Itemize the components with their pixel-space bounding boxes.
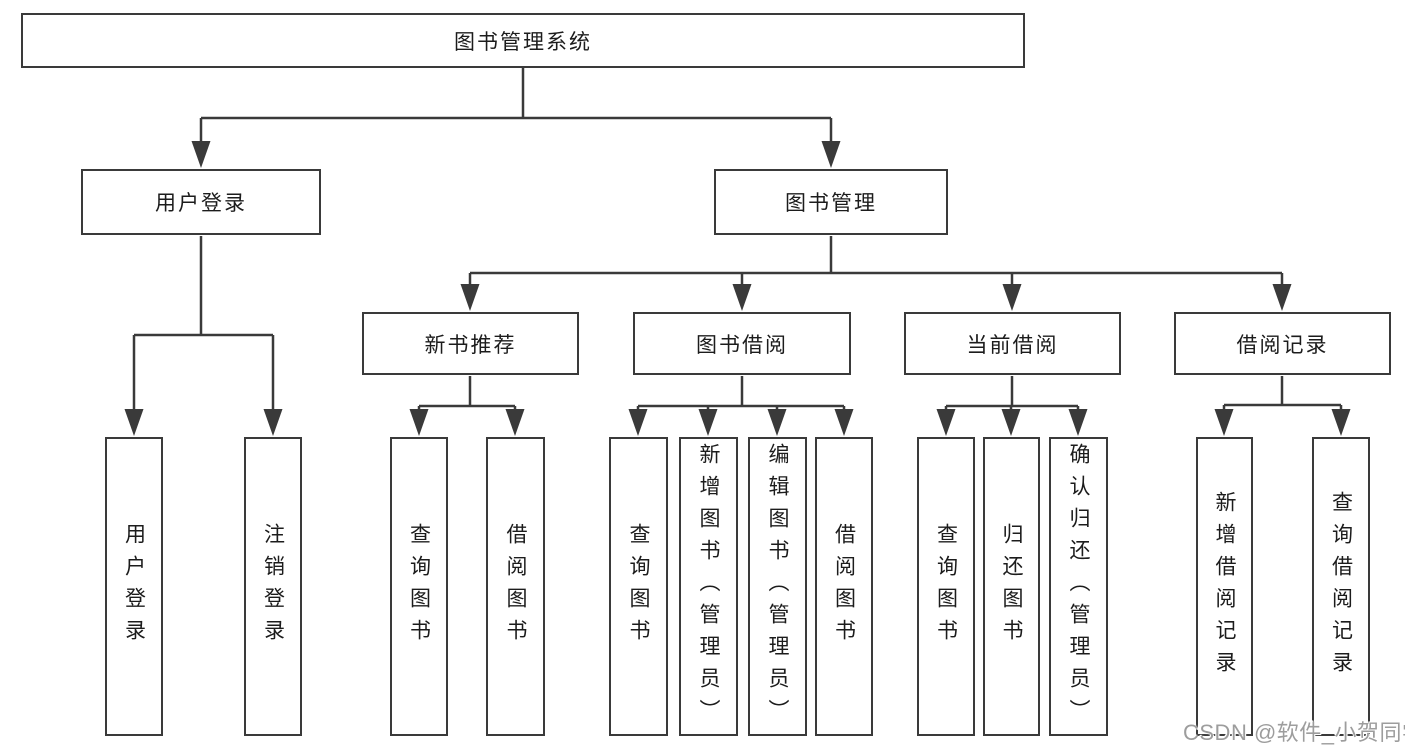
- leaf-query-books-3: 查询图书: [917, 437, 975, 736]
- leaf-label: 借阅图书: [504, 522, 528, 651]
- arrowheads: [124, 141, 1351, 436]
- arrow-icon: [698, 409, 718, 436]
- node-library-management-system: 图书管理系统: [21, 13, 1025, 68]
- leaf-label: 归还图书: [1000, 522, 1024, 651]
- leaf-query-books-1: 查询图书: [390, 437, 448, 736]
- leaf-label: 查询图书: [934, 522, 958, 651]
- leaf-user-login: 用户登录: [105, 437, 163, 736]
- arrow-icon: [936, 409, 956, 436]
- leaf-label: 查询图书: [627, 522, 651, 651]
- leaf-add-borrow-record: 新增借阅记录: [1196, 437, 1253, 736]
- arrow-icon: [834, 409, 854, 436]
- arrow-icon: [1272, 284, 1292, 311]
- leaf-label: 用户登录: [122, 522, 146, 651]
- leaf-label: 注销登录: [261, 522, 285, 651]
- leaf-edit-books-admin: 编辑图书（管理员）: [748, 437, 807, 736]
- connector-root-to-level2: [199, 68, 833, 144]
- connector-records-to-leaves: [1222, 376, 1343, 414]
- arrow-icon: [191, 141, 211, 168]
- arrow-icon: [409, 409, 429, 436]
- leaf-borrow-books-2: 借阅图书: [815, 437, 873, 736]
- leaf-query-books-2: 查询图书: [609, 437, 668, 736]
- connector-bookmgmt-to-level3: [468, 236, 1284, 289]
- leaf-label: 编辑图书（管理员）: [766, 442, 790, 731]
- leaf-label: 查询借阅记录: [1329, 490, 1353, 683]
- arrow-icon: [732, 284, 752, 311]
- leaf-return-books: 归还图书: [983, 437, 1040, 736]
- arrow-icon: [1214, 409, 1234, 436]
- arrow-icon: [505, 409, 525, 436]
- connector-userlogin-to-leaves: [132, 236, 275, 414]
- node-current-borrowing: 当前借阅: [904, 312, 1121, 375]
- node-user-login: 用户登录: [81, 169, 321, 235]
- node-book-management: 图书管理: [714, 169, 948, 235]
- leaf-label: 借阅图书: [832, 522, 856, 651]
- leaf-label: 查询图书: [407, 522, 431, 651]
- node-new-book-recommendation: 新书推荐: [362, 312, 579, 375]
- arrow-icon: [1068, 409, 1088, 436]
- leaf-label: 新增图书（管理员）: [697, 442, 721, 731]
- leaf-label: 新增借阅记录: [1213, 490, 1237, 683]
- arrow-icon: [1002, 284, 1022, 311]
- leaf-confirm-return-admin: 确认归还（管理员）: [1049, 437, 1108, 736]
- arrow-icon: [767, 409, 787, 436]
- connector-current-to-leaves: [944, 376, 1080, 414]
- arrow-icon: [1001, 409, 1021, 436]
- arrow-icon: [460, 284, 480, 311]
- leaf-logout: 注销登录: [244, 437, 302, 736]
- leaf-query-borrow-record: 查询借阅记录: [1312, 437, 1370, 736]
- leaf-label: 确认归还（管理员）: [1067, 442, 1091, 731]
- node-book-borrowing: 图书借阅: [633, 312, 851, 375]
- leaf-borrow-books-1: 借阅图书: [486, 437, 545, 736]
- arrow-icon: [821, 141, 841, 168]
- arrow-icon: [263, 409, 283, 436]
- connector-newbook-to-leaves: [417, 376, 517, 414]
- arrow-icon: [1331, 409, 1351, 436]
- arrow-icon: [628, 409, 648, 436]
- connector-borrowing-to-leaves: [636, 376, 846, 414]
- csdn-watermark: CSDN @软件_小贺同学: [1183, 720, 1405, 745]
- leaf-add-books-admin: 新增图书（管理员）: [679, 437, 738, 736]
- node-borrowing-records: 借阅记录: [1174, 312, 1391, 375]
- arrow-icon: [124, 409, 144, 436]
